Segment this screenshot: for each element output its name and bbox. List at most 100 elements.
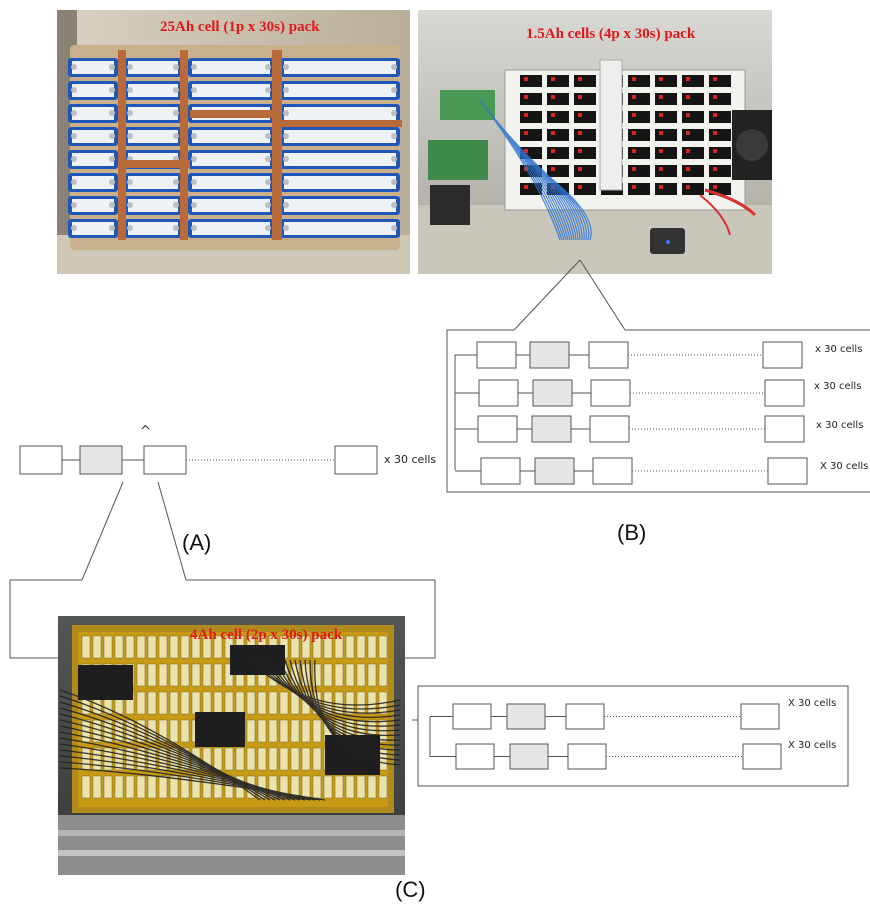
photo-c-cell [279,691,289,715]
photo-c-cell [323,663,333,687]
photo-c-cell [279,775,289,799]
schematic-b-row-3-cell-2 [531,415,572,443]
photo-b-cell [547,75,569,87]
callout-b-lines [446,259,870,493]
photo-a-cell [124,58,182,77]
photo-b-title: 1.5Ah cells (4p x 30s) pack [526,26,696,42]
photo-a-cell [188,58,274,77]
photo-a-cell [68,150,118,169]
photo-a-cell [188,219,274,238]
photo-a-cell [68,127,118,146]
photo-c-cell [103,635,113,659]
photo-c-cell [378,663,388,687]
photo-b-cell [655,111,677,123]
photo-c-cell [334,719,344,743]
photo-b-cell [628,165,650,177]
photo-c-cell [246,663,256,687]
photo-c-cell [290,719,300,743]
photo-c-cell [180,747,190,771]
photo-c-cell [378,775,388,799]
schematic-c-frame [417,685,849,787]
photo-c-cell [92,775,102,799]
photo-c-cell [356,663,366,687]
photo-c-cell [235,691,245,715]
schematic-b-row-2-cell-4 [764,379,805,407]
schematic-a [19,445,378,475]
photo-c-cell [378,747,388,771]
schematic-b-row-2-cell-1 [478,379,519,407]
photo-c-cell [224,663,234,687]
photo-b-cell [709,75,731,87]
photo-c-cell [312,663,322,687]
photo-b-cell [709,165,731,177]
photo-a-cell [188,127,274,146]
photo-c-cell [103,719,113,743]
photo-b-cell [655,183,677,195]
photo-c-cell [323,775,333,799]
photo-c-cell [147,719,157,743]
photo-c-cell [356,775,366,799]
photo-b-cell [655,147,677,159]
schematic-b-row-4-cell-4 [767,457,808,485]
photo-c-cell [246,719,256,743]
photo-c-cell [312,747,322,771]
photo-b-cell [520,165,542,177]
photo-b-cell [628,147,650,159]
photo-c-cell [213,747,223,771]
schematic-b-row-1-cell-4 [762,341,803,369]
photo-c-cell [147,663,157,687]
photo-c-cell [235,663,245,687]
photo-c-cell [235,747,245,771]
photo-c-cell [268,719,278,743]
photo-b-cell [574,75,596,87]
photo-c-cell [378,719,388,743]
photo-c-cell [246,775,256,799]
photo-a-cell [280,196,400,215]
photo-a-cell [68,219,118,238]
schematic-a-count-label: x 30 cells [384,453,437,466]
photo-c-cell [345,663,355,687]
photo-c-cell [323,719,333,743]
schematic-b-row-3-cell-3 [589,415,630,443]
terminal-strip [599,59,623,191]
photo-c-cell [169,635,179,659]
photo-c-cell [180,691,190,715]
photo-c-cell [136,635,146,659]
photo-c-cell [334,775,344,799]
photo-c-cell [81,691,91,715]
photo-a-cell [68,58,118,77]
photo-b-cell [547,183,569,195]
photo-c-cell [147,691,157,715]
photo-a-cell [188,173,274,192]
photo-b-cell [574,183,596,195]
photo-b-cell [682,129,704,141]
photo-c-cell [257,775,267,799]
photo-c-cell [257,719,267,743]
photo-c-cell [279,747,289,771]
schematic-b-count-label-1: x 30 cells [815,344,863,355]
schematic-b-row-1-cell-2 [529,341,570,369]
photo-c-cell [114,635,124,659]
photo-c-cell [224,719,234,743]
photo-c-cell [81,719,91,743]
photo-c-cell [235,775,245,799]
photo-c-cell [246,747,256,771]
schematic-b-count-label-3: x 30 cells [816,420,864,431]
photo-c-cell [125,775,135,799]
photo-b-cell [601,147,623,159]
photo-c-cell [92,663,102,687]
photo-c-cell [202,691,212,715]
photo-c-cell [345,635,355,659]
photo-a-cell [280,81,400,100]
photo-c-cell [301,719,311,743]
photo-c-cell [147,775,157,799]
photo-c-cell [136,747,146,771]
photo-c-cell [367,691,377,715]
copper-bus-bar [272,50,282,240]
photo-c-cell [257,663,267,687]
photo-b-cell [601,93,623,105]
photo-b-cell [655,165,677,177]
photo-c-cell [312,719,322,743]
photo-c-cell [158,747,168,771]
photo-c-cell [224,775,234,799]
